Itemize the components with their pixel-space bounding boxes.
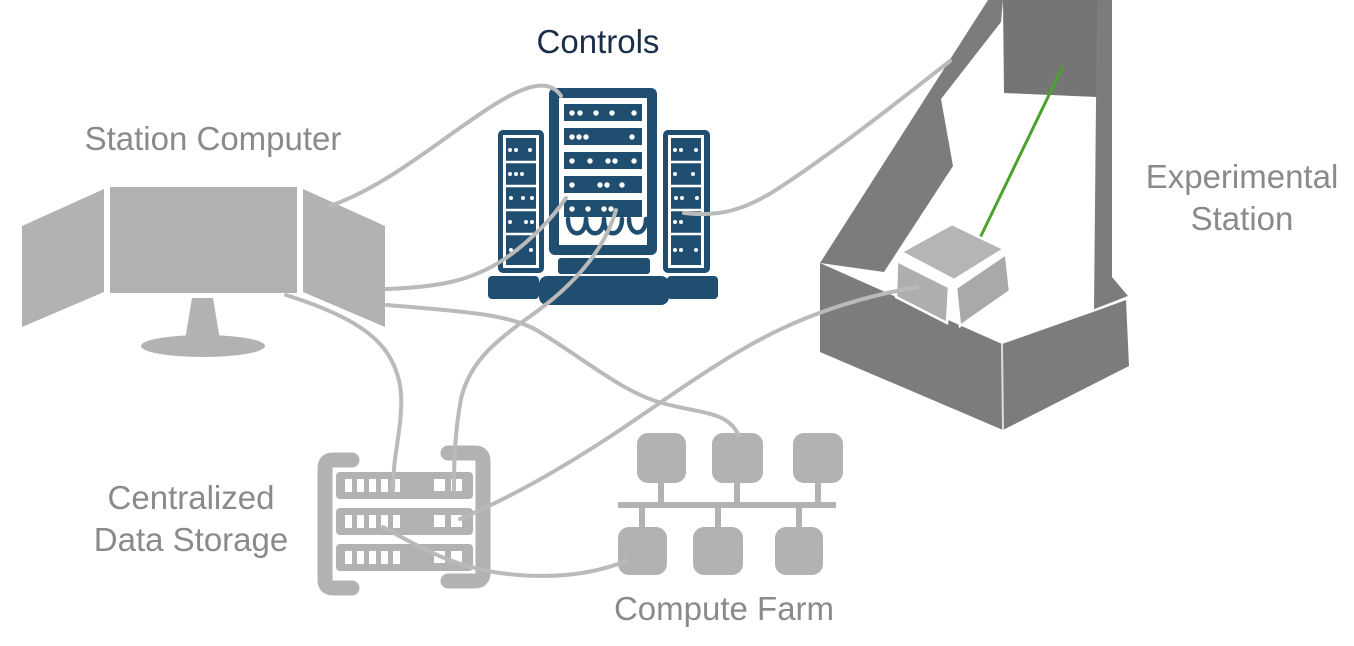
rack-left-base <box>488 276 539 299</box>
server-leds <box>673 148 699 252</box>
rack-left <box>488 130 544 299</box>
cable-loops <box>565 216 649 236</box>
station-computer-icon <box>22 187 385 357</box>
link-station-computer-controls-mid <box>384 196 568 291</box>
monitor-right <box>303 189 385 327</box>
storage-bracket-right <box>440 445 491 589</box>
link-station-computer-controls-top <box>328 83 563 208</box>
hutch-left-wall <box>820 0 1003 272</box>
hutch-back-wall <box>1003 0 1097 97</box>
rack-center <box>539 88 669 305</box>
farm-node <box>693 527 743 575</box>
sample-cube-top-face <box>898 222 1007 282</box>
monitor-base <box>141 335 265 357</box>
label-experimental-station-line1: Experimental <box>1146 158 1339 195</box>
connection-lines <box>284 59 952 578</box>
sample-cube <box>894 222 1012 329</box>
laser-beam <box>977 65 1065 241</box>
data-storage-icon <box>317 445 491 596</box>
rack-right-rows <box>671 148 702 252</box>
label-centralized-data-storage-line2: Data Storage <box>94 521 288 558</box>
farm-node <box>775 527 823 575</box>
label-controls: Controls <box>537 23 660 60</box>
controls-servers-icon <box>488 88 718 305</box>
rack-right-base <box>667 276 718 299</box>
link-station-computer-data-storage <box>284 293 404 492</box>
hutch-front-apron <box>820 263 1129 430</box>
label-experimental-station-line2: Station <box>1191 200 1294 237</box>
monitor-stand <box>185 298 220 340</box>
experimental-station-icon <box>820 0 1129 431</box>
farm-stems <box>639 483 821 528</box>
apron-seam <box>1001 343 1004 431</box>
server-leds <box>569 110 637 212</box>
rack-center-servers <box>564 104 649 236</box>
label-compute-farm: Compute Farm <box>614 590 834 627</box>
labels: Controls Station Computer Experimental S… <box>85 23 1339 627</box>
monitor-left <box>22 189 104 327</box>
farm-node <box>793 433 843 483</box>
farm-node <box>637 433 686 483</box>
link-data-storage-compute-farm <box>381 525 628 578</box>
rack-left-rows <box>506 148 537 252</box>
farm-nodes <box>618 433 843 575</box>
link-controls-experimental-station <box>682 59 952 217</box>
farm-node <box>712 433 763 483</box>
rack-right <box>663 130 718 299</box>
link-station-computer-compute-farm <box>385 303 741 438</box>
link-controls-data-storage <box>452 208 618 492</box>
storage-server-bars <box>336 472 473 571</box>
monitor-center <box>110 187 297 293</box>
storage-bracket-left <box>317 452 360 596</box>
link-data-storage-experimental-station <box>458 285 919 521</box>
label-station-computer: Station Computer <box>85 120 342 157</box>
rack-center-pedestal <box>558 258 650 274</box>
label-centralized-data-storage-line1: Centralized <box>108 479 275 516</box>
hutch-right-wall <box>1094 0 1128 310</box>
farm-node <box>618 527 667 575</box>
compute-farm-icon <box>618 433 843 575</box>
sample-cube-left-face <box>894 259 951 325</box>
rack-center-base <box>539 276 669 305</box>
wall-seam <box>1093 296 1129 311</box>
sample-cube-right-face <box>954 251 1012 329</box>
